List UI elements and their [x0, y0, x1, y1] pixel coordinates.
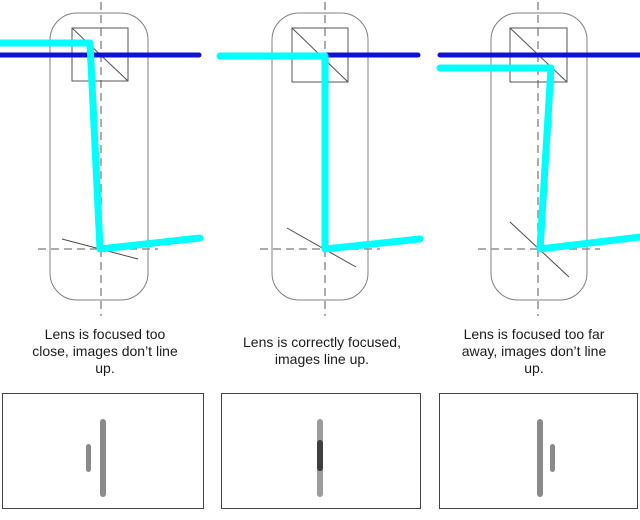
caption-line: Lens is focused too	[44, 325, 166, 342]
viewfinder-image-ghost	[86, 444, 91, 472]
caption-focus-too-close: Lens is focused too close, images don’t …	[0, 320, 210, 382]
viewfinder-view-too-far	[439, 393, 638, 509]
optical-diagram	[0, 2, 640, 316]
viewfinder-view-correct	[221, 393, 421, 509]
viewfinder-image-main	[100, 419, 106, 497]
caption-line: Lens is correctly focused,	[243, 334, 401, 350]
caption-line: close, images don’t line	[32, 342, 178, 359]
caption-correct-focus: Lens is correctly focused, images line u…	[214, 320, 430, 382]
camera-panel-1	[0, 2, 204, 316]
viewfinder-image-overlap	[317, 440, 323, 471]
caption-focus-too-far: Lens is focused too far away, images don…	[428, 320, 640, 382]
camera-panel-3	[436, 2, 640, 316]
viewfinder-image-main	[537, 419, 543, 497]
camera-panel-2	[216, 2, 424, 316]
camera-body-outline	[49, 12, 149, 301]
caption-line: images line up.	[274, 351, 370, 367]
subject-ray-cyan	[216, 52, 424, 253]
subject-ray-cyan	[436, 64, 640, 253]
caption-line: away, images don’t line	[461, 342, 607, 359]
subject-ray-cyan	[0, 39, 204, 253]
caption-line: up.	[524, 359, 544, 376]
caption-line: Lens is focused too far	[463, 325, 605, 342]
viewfinder-image-ghost	[550, 444, 555, 472]
camera-body-outline	[490, 12, 588, 301]
camera-body-outline	[271, 12, 369, 301]
caption-line: up.	[95, 359, 115, 376]
viewfinder-view-too-close	[2, 393, 204, 509]
